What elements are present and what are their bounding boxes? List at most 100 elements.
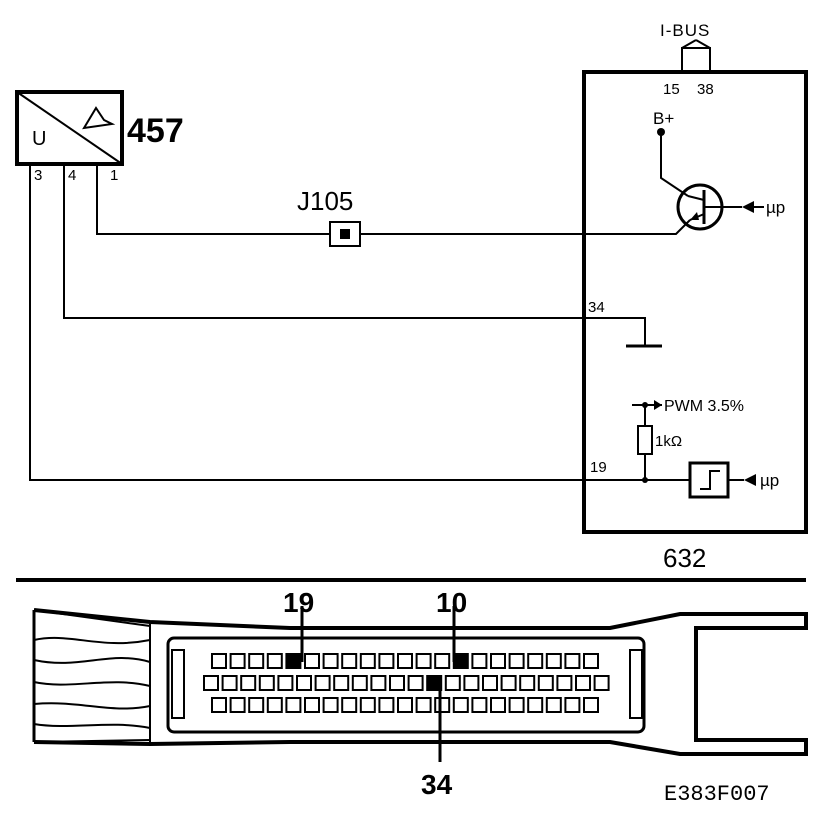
plug-pin <box>211 697 227 713</box>
plug-pin <box>229 653 246 669</box>
plug-pin <box>277 675 294 691</box>
connector-dot-icon <box>340 229 350 239</box>
wire-pin3-to-pin19 <box>29 164 690 481</box>
plug-pin <box>407 675 424 691</box>
plug-pin <box>500 675 517 691</box>
callout-34: 34 <box>421 769 453 800</box>
sensor-u-letter: U <box>32 128 46 150</box>
wire-pin4-to-pin34 <box>63 164 646 345</box>
cable-bundle <box>32 609 151 743</box>
plug-pin <box>575 675 591 691</box>
plug-pin <box>203 675 219 691</box>
plug-pin <box>583 653 599 669</box>
plug-pin <box>370 675 387 691</box>
wire-pin1-to-j105 <box>96 164 330 235</box>
plug-pin <box>341 653 358 669</box>
plug-pin <box>285 697 302 713</box>
arrow-mp-bottom-icon <box>744 474 756 486</box>
mp-label-top: µp <box>766 198 785 217</box>
plug-pin <box>359 697 376 713</box>
figure-code: E383F007 <box>664 782 770 807</box>
arrow-mp-top-icon <box>742 201 754 213</box>
plug-pin <box>545 653 562 669</box>
plug-pin <box>527 697 544 713</box>
plug-pin <box>389 675 405 691</box>
plug-pin <box>564 653 581 669</box>
sensor-symbol-icon <box>82 106 116 130</box>
plug-pin <box>490 653 506 669</box>
transistor-icon <box>676 183 742 231</box>
sensor-pin-4: 4 <box>68 167 76 184</box>
plug-pin <box>545 697 562 713</box>
supply-label: B+ <box>653 109 674 128</box>
plug-pin <box>397 697 413 713</box>
supply-wire <box>660 132 689 197</box>
ibus-pin-38: 38 <box>697 81 714 98</box>
plug-pin <box>322 653 339 669</box>
plug-pin <box>378 697 395 713</box>
plug-pin <box>537 675 554 691</box>
plug-pin <box>240 675 257 691</box>
plug-pin <box>296 675 312 691</box>
connector-box <box>329 221 361 247</box>
module-pin-19: 19 <box>590 459 607 476</box>
plug-pin <box>322 697 339 713</box>
plug-pin <box>229 697 246 713</box>
sensor-pin-1: 1 <box>110 167 118 184</box>
plug-pin <box>490 697 506 713</box>
plug-pin <box>359 653 376 669</box>
plug-pin <box>397 653 413 669</box>
pwm-label: PWM 3.5% <box>664 398 744 415</box>
plug-pin <box>471 653 488 669</box>
plug-pin <box>452 697 469 713</box>
plug-pin <box>314 675 331 691</box>
plug-pin <box>508 653 525 669</box>
plug-pin <box>266 697 283 713</box>
plug-pin <box>564 697 581 713</box>
sensor-pin-3: 3 <box>34 167 42 184</box>
sensor-box <box>15 90 124 166</box>
ibus-bracket <box>681 47 711 72</box>
resistor-label: 1kΩ <box>655 433 682 450</box>
module-ref-label: 632 <box>663 543 706 573</box>
module-pin-34: 34 <box>588 299 605 316</box>
plug-pin <box>434 653 451 669</box>
callout-19: 19 <box>283 587 314 618</box>
plug-pin <box>266 653 283 669</box>
plug-pin <box>333 675 350 691</box>
plug-pin <box>471 697 488 713</box>
plug-pin <box>519 675 536 691</box>
plug-housing <box>33 608 808 756</box>
plug-pin <box>211 653 227 669</box>
plug-pin-highlighted <box>452 653 469 669</box>
plug-pin <box>378 653 395 669</box>
plug-pin <box>304 697 320 713</box>
plug-pin <box>583 697 599 713</box>
plug-pin <box>248 653 265 669</box>
module-box <box>582 70 808 534</box>
ibus-pin-15: 15 <box>663 81 680 98</box>
connector-ref-label: J105 <box>297 186 353 216</box>
module-632: 632 I-BUS 15 38 B+ µp 34 PWM 3.5% <box>582 21 808 573</box>
plug-pin <box>221 675 238 691</box>
plug-pin <box>556 675 573 691</box>
plug-pin <box>527 653 544 669</box>
plug-pin-highlighted <box>285 653 302 669</box>
plug-pin <box>341 697 358 713</box>
sensor-457: U 457 3 4 1 <box>15 90 184 190</box>
plug-pin <box>508 697 525 713</box>
resistor-icon <box>637 425 653 455</box>
plug-pin <box>351 675 368 691</box>
mp-label-bottom: µp <box>760 471 779 490</box>
plug-pin <box>482 675 498 691</box>
plug-pin <box>415 697 432 713</box>
plug-pin <box>463 675 480 691</box>
plug-pin <box>258 675 275 691</box>
sensor-ref-label: 457 <box>127 112 184 150</box>
callout-10: 10 <box>436 587 467 618</box>
plug-pin <box>434 697 451 713</box>
plug-pin <box>304 653 320 669</box>
plug-pin <box>444 675 461 691</box>
